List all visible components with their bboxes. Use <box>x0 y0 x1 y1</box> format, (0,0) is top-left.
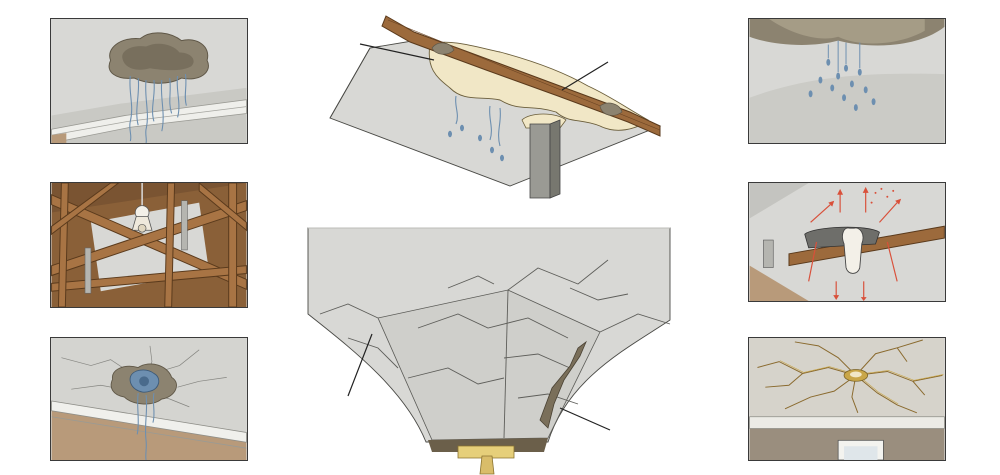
cracked-ceiling-illustration <box>749 338 945 460</box>
pointer-line-right <box>561 61 609 91</box>
drywall-hole-panel <box>50 337 248 461</box>
beam-leak-scene <box>329 8 675 199</box>
dripping-stain-illustration <box>749 19 945 143</box>
beam-leak-illustration <box>329 15 662 199</box>
water-stain-corner-panel <box>50 18 248 144</box>
attic-truss-panel <box>50 182 248 308</box>
light-fixture-illustration <box>749 183 945 301</box>
pointer-line-crack-left <box>347 333 373 397</box>
sagging-ceiling-scene <box>307 227 671 475</box>
cracked-ceiling-panel <box>748 337 946 461</box>
dripping-stain-panel <box>748 18 946 144</box>
sagging-ceiling-illustration <box>307 227 671 475</box>
attic-truss-illustration <box>51 183 247 307</box>
pointer-line-crack-right <box>559 407 611 431</box>
light-fixture-panel <box>748 182 946 302</box>
drywall-hole-illustration <box>51 338 247 460</box>
pointer-line-left <box>359 43 435 61</box>
water-stain-illustration <box>51 19 247 143</box>
